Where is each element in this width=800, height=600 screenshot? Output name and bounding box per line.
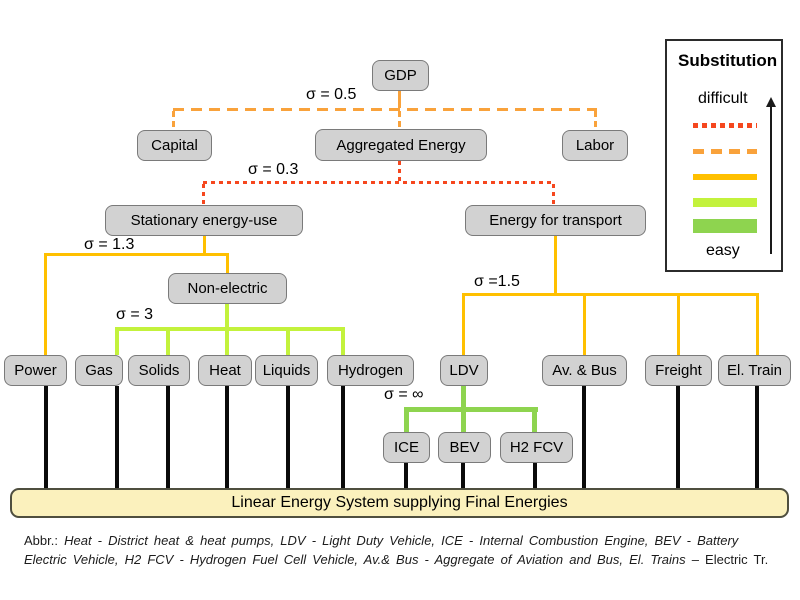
connector-el-train bbox=[755, 386, 759, 490]
node-liquids: Liquids bbox=[255, 355, 318, 386]
connector-solids bbox=[166, 386, 170, 490]
node-labor: Labor bbox=[562, 130, 628, 161]
node-non-electric: Non-electric bbox=[168, 273, 287, 304]
edge-aggregated-horizontal bbox=[203, 181, 554, 184]
edge-to-liquids bbox=[286, 331, 290, 355]
edge-to-heat bbox=[225, 331, 229, 355]
connector-h2-fcv bbox=[533, 461, 537, 490]
abbreviations-prefix: Abbr.: bbox=[24, 533, 58, 548]
connector-freight bbox=[676, 386, 680, 490]
legend-arrow-line bbox=[770, 106, 772, 254]
edge-non-electric-horizontal bbox=[115, 327, 345, 331]
legend-difficult-label: difficult bbox=[698, 90, 748, 107]
legend-swatch-orange-dashed bbox=[693, 149, 757, 154]
edge-gdp-horizontal bbox=[173, 108, 597, 111]
legend-arrow-up-icon bbox=[765, 97, 776, 107]
edge-to-bev bbox=[460, 412, 466, 432]
node-solids: Solids bbox=[128, 355, 190, 386]
sigma-label-gdp: σ = 0.5 bbox=[306, 86, 357, 103]
edge-gdp-stem bbox=[398, 91, 401, 108]
node-stationary-energy-use: Stationary energy-use bbox=[105, 205, 303, 236]
node-heat: Heat bbox=[198, 355, 252, 386]
edge-stationary-stem bbox=[202, 236, 206, 253]
abbreviations-line1: Heat - District heat & heat pumps, LDV -… bbox=[64, 533, 739, 548]
edge-non-electric-stem bbox=[225, 304, 229, 327]
connector-heat bbox=[225, 386, 229, 490]
edge-to-freight bbox=[676, 296, 680, 355]
final-energies-bar: Linear Energy System supplying Final Ene… bbox=[10, 488, 789, 518]
edge-to-hydrogen bbox=[341, 331, 345, 355]
edge-transport-stem bbox=[553, 236, 557, 293]
node-h2-fcv: H2 FCV bbox=[500, 432, 573, 463]
edge-transport-horizontal bbox=[461, 293, 759, 296]
edge-to-av-bus bbox=[583, 296, 586, 355]
connector-liquids bbox=[286, 386, 290, 490]
legend-swatch-gold-solid bbox=[693, 174, 757, 180]
edge-to-power bbox=[44, 253, 47, 355]
edge-to-capital bbox=[171, 111, 175, 130]
sigma-label-stationary: σ = 1.3 bbox=[84, 236, 135, 253]
sigma-label-non-electric: σ = 3 bbox=[116, 306, 154, 323]
legend-swatch-green-solid bbox=[693, 219, 757, 233]
connector-gas bbox=[115, 386, 119, 490]
node-ldv: LDV bbox=[440, 355, 488, 386]
sigma-label-ldv: σ = ∞ bbox=[384, 386, 424, 403]
node-power: Power bbox=[4, 355, 67, 386]
substitution-legend: Substitution difficult easy bbox=[665, 39, 783, 272]
sigma-label-aggregated: σ = 0.3 bbox=[248, 161, 299, 178]
edge-to-ldv bbox=[461, 293, 465, 355]
edge-to-transport bbox=[551, 184, 555, 205]
edge-ldv-horizontal bbox=[403, 407, 538, 412]
node-av-bus: Av. & Bus bbox=[542, 355, 627, 386]
node-hydrogen: Hydrogen bbox=[327, 355, 414, 386]
connector-hydrogen bbox=[341, 386, 345, 490]
node-ice: ICE bbox=[383, 432, 430, 463]
node-freight: Freight bbox=[645, 355, 712, 386]
edge-ldv-stem bbox=[460, 386, 466, 407]
legend-swatch-chartreuse-solid bbox=[693, 198, 757, 207]
edge-to-ice bbox=[403, 412, 409, 432]
legend-title: Substitution bbox=[678, 51, 778, 70]
abbreviations-line2: Electric Vehicle, H2 FCV - Hydrogen Fuel… bbox=[24, 552, 686, 567]
sigma-label-transport: σ =1.5 bbox=[474, 273, 520, 290]
edge-to-gas bbox=[115, 331, 119, 355]
connector-power bbox=[44, 386, 48, 490]
edge-aggregated-stem bbox=[398, 161, 401, 181]
edge-to-h2-fcv bbox=[531, 412, 537, 432]
edge-to-stationary bbox=[201, 184, 205, 205]
node-energy-for-transport: Energy for transport bbox=[465, 205, 646, 236]
node-el-train: El. Train bbox=[718, 355, 791, 386]
legend-easy-label: easy bbox=[706, 242, 740, 259]
legend-swatch-red-dotted bbox=[693, 123, 757, 128]
node-gdp: GDP bbox=[372, 60, 429, 91]
node-gas: Gas bbox=[75, 355, 123, 386]
edge-to-non-electric bbox=[226, 253, 229, 273]
abbreviations-line2-suffix: – Electric Tr. bbox=[691, 552, 769, 567]
node-capital: Capital bbox=[137, 130, 212, 161]
edge-to-aggregated bbox=[398, 111, 401, 129]
edge-to-labor bbox=[593, 111, 597, 130]
final-energies-bar-label: Linear Energy System supplying Final Ene… bbox=[231, 494, 568, 511]
edge-to-el-train bbox=[755, 296, 759, 355]
node-bev: BEV bbox=[438, 432, 491, 463]
node-aggregated-energy: Aggregated Energy bbox=[315, 129, 487, 161]
edge-to-solids bbox=[166, 331, 170, 355]
connector-av-bus bbox=[582, 386, 586, 490]
edge-stationary-horizontal bbox=[44, 253, 229, 256]
connector-bev bbox=[461, 461, 465, 490]
abbreviations-note: Abbr.: Heat - District heat & heat pumps… bbox=[24, 531, 786, 569]
connector-ice bbox=[404, 461, 408, 490]
